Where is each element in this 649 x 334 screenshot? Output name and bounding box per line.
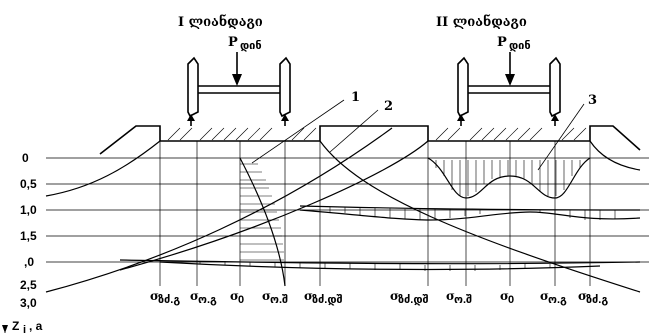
left-inner-decay-curve xyxy=(319,140,641,293)
lower-band-lower xyxy=(159,261,601,271)
depth-axis: 0 0,5 1,0 1,5 ,0 2,5 3,0 Z i , a xyxy=(2,151,43,334)
middle-band-curve xyxy=(299,209,641,221)
svg-text:σ: σ xyxy=(190,289,199,303)
left-load-label: P დინ xyxy=(228,35,262,52)
svg-text:σ: σ xyxy=(150,289,159,303)
sigma-label: σ ო.შ xyxy=(446,289,472,306)
svg-text:i: i xyxy=(23,324,26,334)
sigma-labels: σ ზძ.გ σ ო.გ σ 0 σ ო.შ σ ზძ.დშ σ ზძ.დშ σ… xyxy=(150,289,608,306)
svg-text:ო.გ: ო.გ xyxy=(198,294,217,306)
right-load-label: P დინ xyxy=(497,35,531,52)
svg-text:ზძ.გ: ზძ.გ xyxy=(586,294,608,306)
right-wheelset xyxy=(457,52,561,126)
svg-text:2: 2 xyxy=(384,99,393,114)
svg-text:დინ: დინ xyxy=(509,40,531,52)
sigma-label: σ 0 xyxy=(230,289,244,306)
svg-text:σ: σ xyxy=(540,289,549,303)
stress-curves xyxy=(45,127,641,293)
lower-band-curve xyxy=(119,259,641,265)
right-epure-hatch xyxy=(435,160,581,196)
callout-1: 1 xyxy=(251,90,360,164)
svg-text:1: 1 xyxy=(351,90,360,105)
svg-text:0: 0 xyxy=(238,294,244,306)
left-ballast-hatch xyxy=(167,127,317,141)
depth-tick: 1,5 xyxy=(20,229,37,243)
depth-tick: 0,5 xyxy=(20,177,37,191)
svg-text:σ: σ xyxy=(390,289,399,303)
middle-band-upper xyxy=(299,205,641,211)
svg-text:0: 0 xyxy=(508,294,514,306)
depth-axis-label: Z i , a xyxy=(12,319,43,334)
svg-text:σ: σ xyxy=(304,289,313,303)
sigma-label: σ ო.შ xyxy=(262,289,288,306)
depth-tick: 1,0 xyxy=(20,203,37,217)
depth-tick: 2,5 xyxy=(20,278,37,292)
svg-text:ზძ.დშ: ზძ.დშ xyxy=(398,294,429,306)
right-track-title: II ლიანდაგი xyxy=(436,14,527,30)
right-decay-curve xyxy=(119,140,429,271)
sigma-label: σ ზძ.გ xyxy=(150,289,180,306)
rising-diagonal-curve xyxy=(45,127,393,293)
svg-text:σ: σ xyxy=(446,289,455,303)
svg-text:P: P xyxy=(228,35,238,50)
svg-text:დინ: დინ xyxy=(240,40,262,52)
left-epure-hatch xyxy=(240,163,284,261)
svg-text:σ: σ xyxy=(230,289,239,303)
svg-text:P: P xyxy=(497,35,507,50)
svg-text:σ: σ xyxy=(578,289,587,303)
sigma-label: σ ო.გ xyxy=(540,289,567,306)
depth-tick: ,0 xyxy=(24,255,34,269)
callout-3: 3 xyxy=(537,93,597,171)
sigma-label: σ ო.გ xyxy=(190,289,217,306)
svg-text:ო.შ: ო.შ xyxy=(270,294,288,306)
left-track-title: I ლიანდაგი xyxy=(178,14,263,30)
right-wave-curve xyxy=(427,157,591,199)
right-outer-curve xyxy=(589,140,641,171)
lower-band-hatch xyxy=(199,261,551,271)
sigma-label: σ 0 xyxy=(500,289,514,306)
svg-text:ო.შ: ო.შ xyxy=(454,294,472,306)
svg-text:ზძ.დშ: ზძ.დშ xyxy=(312,294,343,306)
svg-text:Z: Z xyxy=(12,319,19,333)
middle-band-hatch xyxy=(329,207,616,220)
sigma-label: σ ზძ.დშ xyxy=(390,289,429,306)
left-outer-curve xyxy=(45,140,161,197)
sigma-label: σ ზძ.გ xyxy=(578,289,608,306)
callout-2: 2 xyxy=(329,99,393,153)
embankment xyxy=(99,125,641,155)
svg-text:ზძ.გ: ზძ.გ xyxy=(158,294,180,306)
svg-text:3: 3 xyxy=(588,93,597,108)
svg-text:ო.გ: ო.გ xyxy=(548,294,567,306)
left-wheelset xyxy=(187,52,291,126)
sigma-label: σ ზძ.დშ xyxy=(304,289,343,306)
svg-text:, a: , a xyxy=(29,319,43,333)
svg-text:σ: σ xyxy=(500,289,509,303)
right-ballast-hatch xyxy=(435,127,587,141)
svg-text:σ: σ xyxy=(262,289,271,303)
depth-tick: 3,0 xyxy=(20,296,37,310)
depth-tick: 0 xyxy=(22,151,29,165)
